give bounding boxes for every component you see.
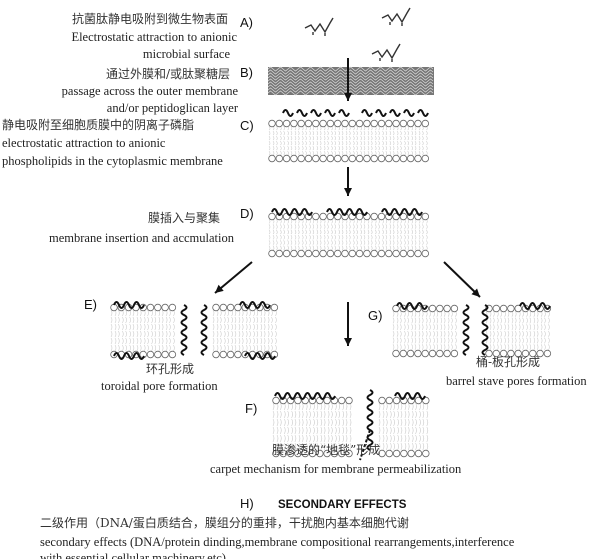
peptide-c xyxy=(403,109,415,117)
peptide-c xyxy=(375,109,387,117)
step-f-label: F) xyxy=(245,401,258,416)
peptide-d xyxy=(271,208,313,216)
peptide-f-fragment xyxy=(359,429,371,461)
peptide-e xyxy=(239,301,271,309)
arrow-c-to-d xyxy=(344,167,352,196)
membrane-g-left xyxy=(392,304,459,358)
step-a-cn: 抗菌肽静电吸附到微生物表面 xyxy=(71,12,228,26)
step-h-en2: with essential cellular machinery,etc) xyxy=(40,551,226,559)
peptide-e xyxy=(244,352,276,360)
peptide-e xyxy=(113,352,145,360)
peptide-a3 xyxy=(371,43,401,62)
peptide-c xyxy=(282,109,294,117)
peptide-f-carpet xyxy=(366,389,374,451)
arrow-d-to-f xyxy=(344,302,352,346)
step-e-cn: 环孔形成 xyxy=(146,362,195,376)
step-d-en1: membrane insertion and accmulation xyxy=(48,231,234,245)
arrow-a-to-c xyxy=(344,58,352,101)
step-e-label: E) xyxy=(84,297,97,312)
step-h-en1: secondary effects (DNA/protein dinding,m… xyxy=(40,535,515,549)
outer-membrane-layer xyxy=(267,66,434,96)
peptide-e xyxy=(113,301,145,309)
peptide-g-stave xyxy=(462,304,470,356)
membrane-e-left xyxy=(110,303,177,359)
peptide-c xyxy=(417,109,429,117)
peptide-g-stave xyxy=(481,304,489,356)
step-b-en1: passage across the outer membrane xyxy=(61,84,238,98)
step-f-cn: 膜渗透的“地毯”形成 xyxy=(272,443,381,457)
peptide-c xyxy=(389,109,401,117)
peptide-a1 xyxy=(304,17,334,36)
step-g-cn: 桶-板孔形成 xyxy=(476,355,541,369)
peptide-c xyxy=(361,109,373,117)
membrane-d xyxy=(268,212,429,258)
step-b-en2: and/or peptidoglican layer xyxy=(106,101,238,115)
peptide-d xyxy=(326,208,368,216)
arrow-d-to-g xyxy=(443,261,481,298)
membrane-f-right xyxy=(378,396,430,458)
peptide-g xyxy=(519,302,551,310)
step-b-label: B) xyxy=(240,65,253,80)
step-h-cn: 二级作用（DNA/蛋白质结合，膜组分的重排，干扰胞内基本细胞代谢 xyxy=(40,516,409,530)
peptide-d xyxy=(381,208,423,216)
peptide-e-pore xyxy=(180,304,188,356)
peptide-c xyxy=(338,109,350,117)
peptide-f xyxy=(394,392,426,400)
step-h-label: H) xyxy=(240,496,254,511)
peptide-e-pore xyxy=(200,304,208,356)
step-d-label: D) xyxy=(240,206,254,221)
step-c-cn: 静电吸附至细胞质膜中的阴离子磷脂 xyxy=(2,118,195,132)
membrane-f-left xyxy=(272,396,353,458)
peptide-c xyxy=(296,109,308,117)
step-g-label: G) xyxy=(368,308,383,323)
step-h-title: SECONDARY EFFECTS xyxy=(278,499,407,511)
peptide-a2 xyxy=(381,7,411,26)
peptide-c xyxy=(324,109,336,117)
membrane-c xyxy=(268,119,429,163)
membrane-g-right xyxy=(485,304,552,358)
step-e-en1: toroidal pore formation xyxy=(101,379,218,393)
step-c-en1: electrostatic attraction to anionic xyxy=(2,136,166,150)
peptide-g xyxy=(396,302,428,310)
step-c-label: C) xyxy=(240,118,254,133)
step-f-en1: carpet mechanism for membrane permeabili… xyxy=(210,462,462,476)
arrow-d-to-e xyxy=(214,261,253,294)
peptide-f xyxy=(274,392,336,400)
step-d-cn: 膜插入与聚集 xyxy=(147,211,220,225)
peptide-c xyxy=(310,109,322,117)
membrane-e-right xyxy=(212,303,279,359)
step-c-en2: phospholipids in the cytoplasmic membran… xyxy=(2,154,223,168)
step-b-cn: 通过外膜和/或肽聚糖层 xyxy=(105,67,230,81)
step-a-en1: Electrostatic attraction to anionic xyxy=(71,30,237,44)
step-g-en1: barrel stave pores formation xyxy=(446,374,587,388)
step-a-label: A) xyxy=(240,15,253,30)
step-a-en2: microbial surface xyxy=(142,47,230,61)
